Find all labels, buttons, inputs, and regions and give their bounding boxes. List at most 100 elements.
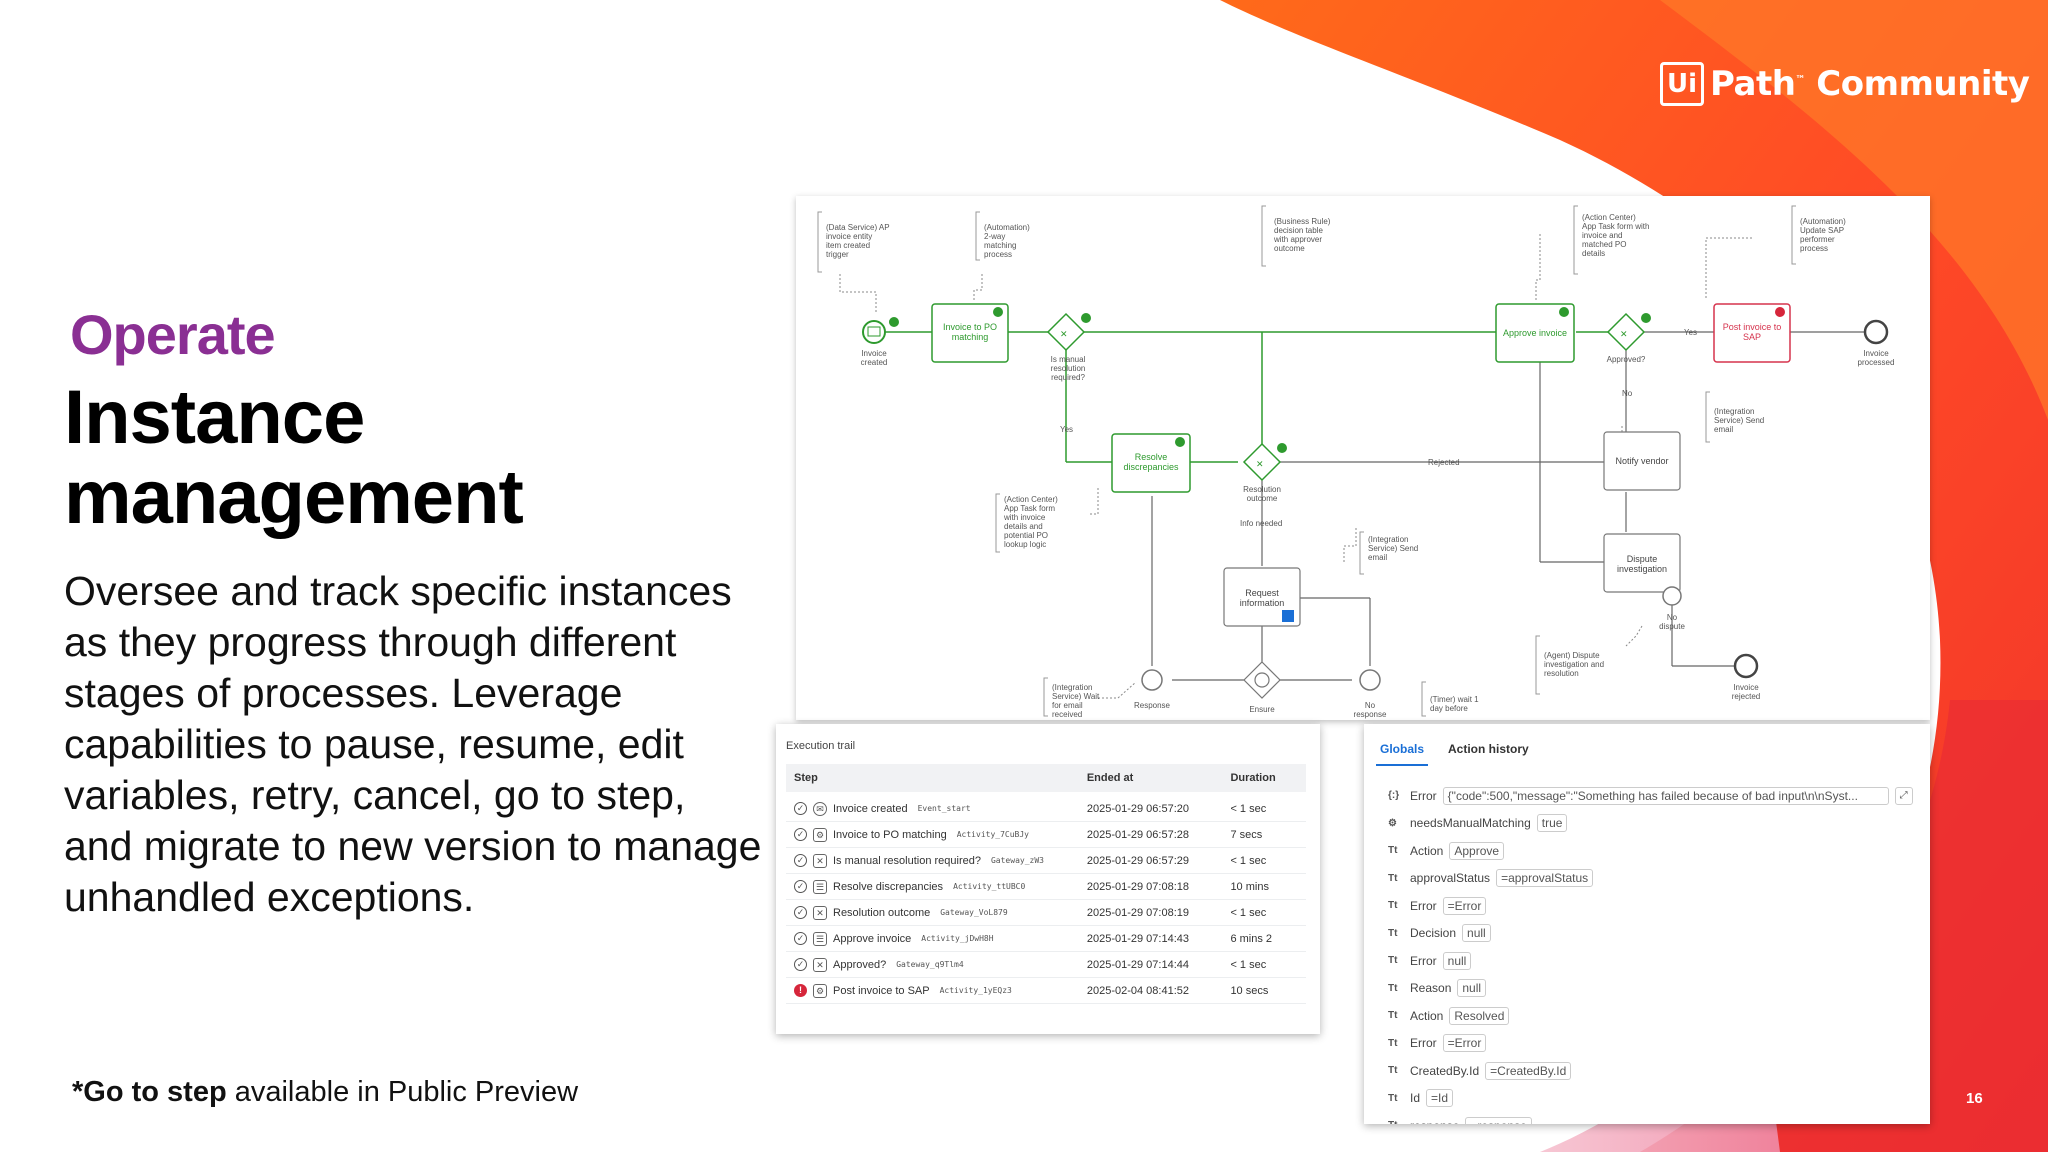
- col-duration: Duration: [1230, 772, 1276, 784]
- ensure-gateway[interactable]: Ensure: [1243, 661, 1281, 714]
- variable-value-field[interactable]: Approve: [1449, 841, 1505, 860]
- logo-mark: Ui: [1660, 62, 1704, 106]
- trail-ended-cell: 2025-01-29 06:57:28: [1086, 828, 1189, 841]
- variable-value-field[interactable]: {"code":500,"message":"Something has fai…: [1442, 786, 1889, 805]
- trail-step-name: Approved?: [833, 958, 887, 971]
- variable-type-icon: Tt: [1388, 1010, 1398, 1022]
- trail-step-code: Gateway_zW3: [990, 856, 1044, 865]
- svg-text:Ensure: Ensure: [1249, 705, 1275, 714]
- variable-value-field[interactable]: null: [1457, 979, 1487, 998]
- response-event[interactable]: Response: [1134, 669, 1171, 710]
- trail-row[interactable]: ✓✕Is manual resolution required?Gateway_…: [786, 848, 1306, 874]
- variable-type-icon: Tt: [1388, 982, 1398, 994]
- variable-name: Reason: [1410, 981, 1452, 996]
- trail-step-code: Activity_ttUBC0: [953, 882, 1026, 891]
- svg-text:Rejected: Rejected: [1428, 458, 1460, 467]
- gateway-icon: ✕: [813, 905, 827, 920]
- trail-duration-cell: < 1 sec: [1230, 958, 1267, 971]
- slide-title: Instance management: [64, 375, 524, 540]
- svg-text:Yes: Yes: [1684, 328, 1697, 337]
- trail-step-name: Resolution outcome: [833, 906, 931, 919]
- expand-icon[interactable]: ⤢: [1894, 786, 1913, 805]
- trail-ended-cell: 2025-01-29 07:14:44: [1086, 958, 1189, 971]
- variable-type-icon: Tt: [1388, 900, 1398, 912]
- variable-value-field[interactable]: =response: [1465, 1116, 1532, 1124]
- user-task-icon: ☰: [813, 931, 827, 946]
- service-task-icon: ⚙: [813, 827, 827, 842]
- variable-value-field[interactable]: null: [1462, 924, 1491, 943]
- variable-name: needsManualMatching: [1410, 816, 1531, 831]
- service-task-icon: ⚙: [813, 983, 827, 998]
- page-number: 16: [1966, 1090, 1983, 1107]
- variable-type-icon: Tt: [1388, 1037, 1398, 1049]
- trail-duration-cell: < 1 sec: [1230, 854, 1267, 867]
- tab-globals[interactable]: Globals: [1376, 738, 1429, 766]
- variable-type-icon: Tt: [1388, 927, 1398, 939]
- variable-value-field[interactable]: =Error: [1442, 896, 1487, 915]
- variable-value-field[interactable]: =Id: [1426, 1089, 1454, 1108]
- trail-step-cell: ✓✕Is manual resolution required?Gateway_…: [786, 853, 1087, 868]
- variable-value-field[interactable]: =Error: [1442, 1034, 1487, 1053]
- variable-value-field[interactable]: =approvalStatus: [1496, 869, 1594, 888]
- trail-ended-cell: 2025-01-29 07:08:18: [1086, 880, 1189, 893]
- variable-name: CreatedBy.Id: [1410, 1063, 1480, 1078]
- event-icon: ✉: [813, 801, 827, 816]
- variable-value-field[interactable]: true: [1536, 814, 1568, 833]
- variable-type-icon: Tt: [1388, 955, 1398, 967]
- notify-vendor-task[interactable]: Notify vendor: [1603, 431, 1681, 491]
- trail-step-code: Activity_1yEQz3: [939, 986, 1012, 995]
- tab-action-history[interactable]: Action history: [1448, 742, 1529, 756]
- variable-value-field[interactable]: null: [1442, 951, 1472, 970]
- trail-step-code: Event_start: [917, 804, 971, 813]
- trail-step-name: Approve invoice: [833, 932, 912, 945]
- approve-invoice-task[interactable]: Approve invoice: [1495, 303, 1575, 363]
- variable-type-icon: ⚙: [1388, 817, 1397, 829]
- variable-type-icon: Tt: [1388, 872, 1398, 884]
- variable-value-field[interactable]: =CreatedBy.Id: [1485, 1061, 1572, 1080]
- trail-duration-cell: < 1 sec: [1230, 906, 1267, 919]
- approved-gateway[interactable]: ✕ Approved? Yes No: [1607, 312, 1697, 398]
- trail-ended-cell: 2025-02-04 08:41:52: [1086, 984, 1189, 997]
- variable-value-field[interactable]: Resolved: [1449, 1006, 1510, 1025]
- trail-step-code: Activity_7CuBJy: [956, 830, 1029, 839]
